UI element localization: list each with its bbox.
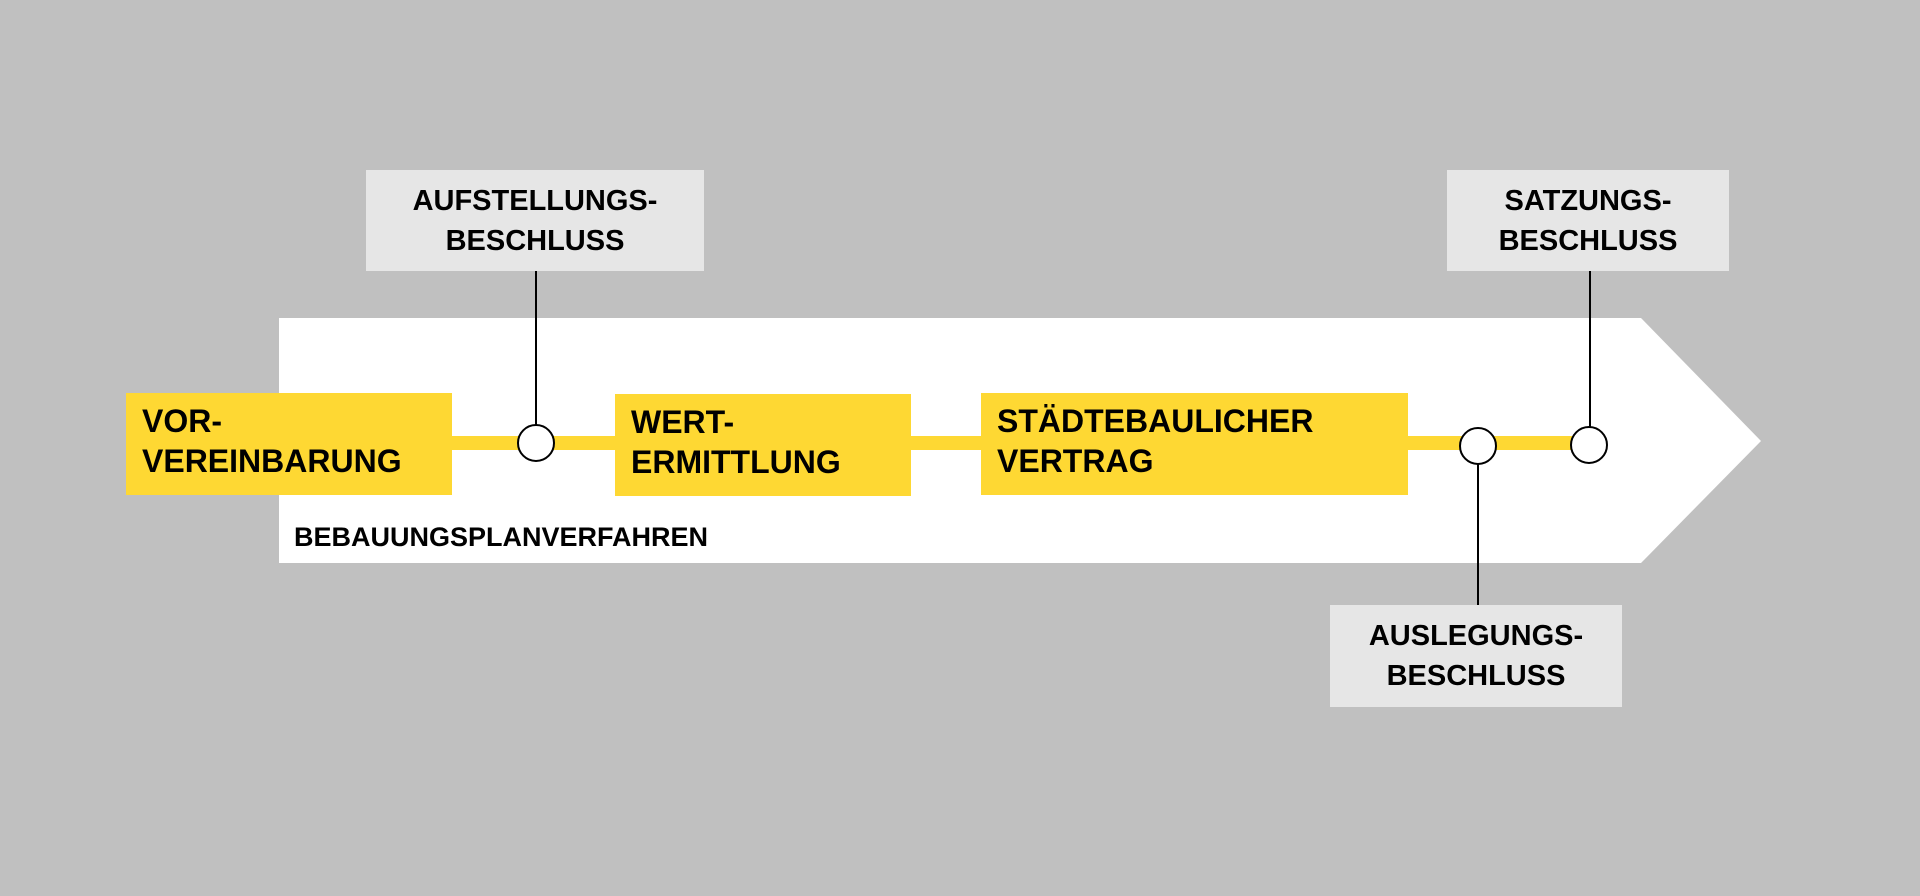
milestone-satzungsbeschluss: SATZUNGS- BESCHLUSS [1447, 170, 1729, 271]
phase-wertermittlung: WERT- ERMITTLUNG [615, 394, 911, 496]
milestone-aufstellungsbeschluss: AUFSTELLUNGS- BESCHLUSS [366, 170, 704, 271]
milestone-circle-aufstellung [517, 424, 555, 462]
phase-staedtebaulicher-vertrag: STÄDTEBAULICHER VERTRAG [981, 393, 1408, 495]
phase-vorvereinbarung: VOR- VEREINBARUNG [126, 393, 452, 495]
connector-auslegung [1477, 463, 1479, 605]
milestone-circle-satzung [1570, 426, 1608, 464]
connector-aufstellung [535, 271, 537, 427]
connector-satzung [1589, 271, 1591, 427]
process-label: BEBAUUNGSPLANVERFAHREN [294, 522, 709, 552]
milestone-auslegungsbeschluss: AUSLEGUNGS- BESCHLUSS [1330, 605, 1622, 707]
milestone-circle-auslegung [1459, 427, 1497, 465]
